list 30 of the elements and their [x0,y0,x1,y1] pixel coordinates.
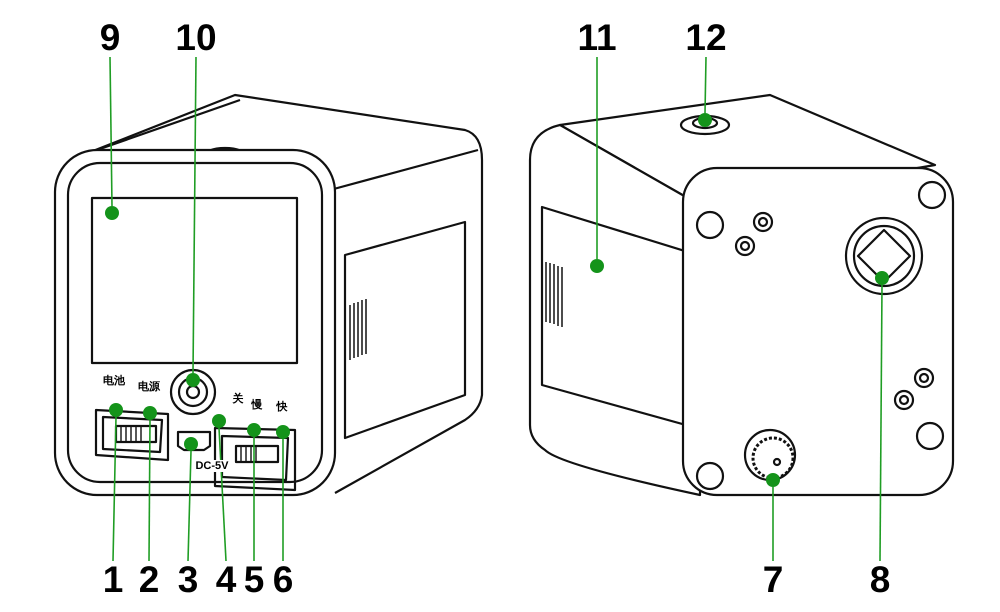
callout-number: 5 [244,561,264,599]
leader-line [192,57,197,373]
leader-line [109,56,113,206]
callout-number: 7 [762,561,784,599]
panel-marking: 慢 [250,399,264,411]
callout-number: 11 [577,19,617,57]
panel-marking: 关 [232,393,244,405]
callout-number: 1 [102,561,124,599]
leader-line [879,285,883,561]
callout-number: 12 [685,19,727,57]
callout-number: 4 [216,561,236,599]
callout-number: 3 [178,561,198,599]
callout-number: 6 [272,561,294,599]
panel-marking: DC-5V [194,460,230,472]
leader-line [704,56,707,114]
leader-line [772,487,774,561]
leader-line [112,416,117,562]
callout-number: 2 [138,561,160,599]
callout-number: 8 [870,561,890,599]
leader-line [148,420,151,561]
leader-line [187,450,192,562]
leader-line [253,437,255,561]
panel-marking: 电源 [137,381,161,393]
callout-number: 9 [100,19,120,57]
leader-line [282,439,284,561]
leader-line [596,57,598,259]
leader-line [218,428,227,562]
panel-marking: 电池 [102,375,126,387]
panel-marking: 快 [276,401,288,413]
callout-number: 10 [175,19,217,57]
